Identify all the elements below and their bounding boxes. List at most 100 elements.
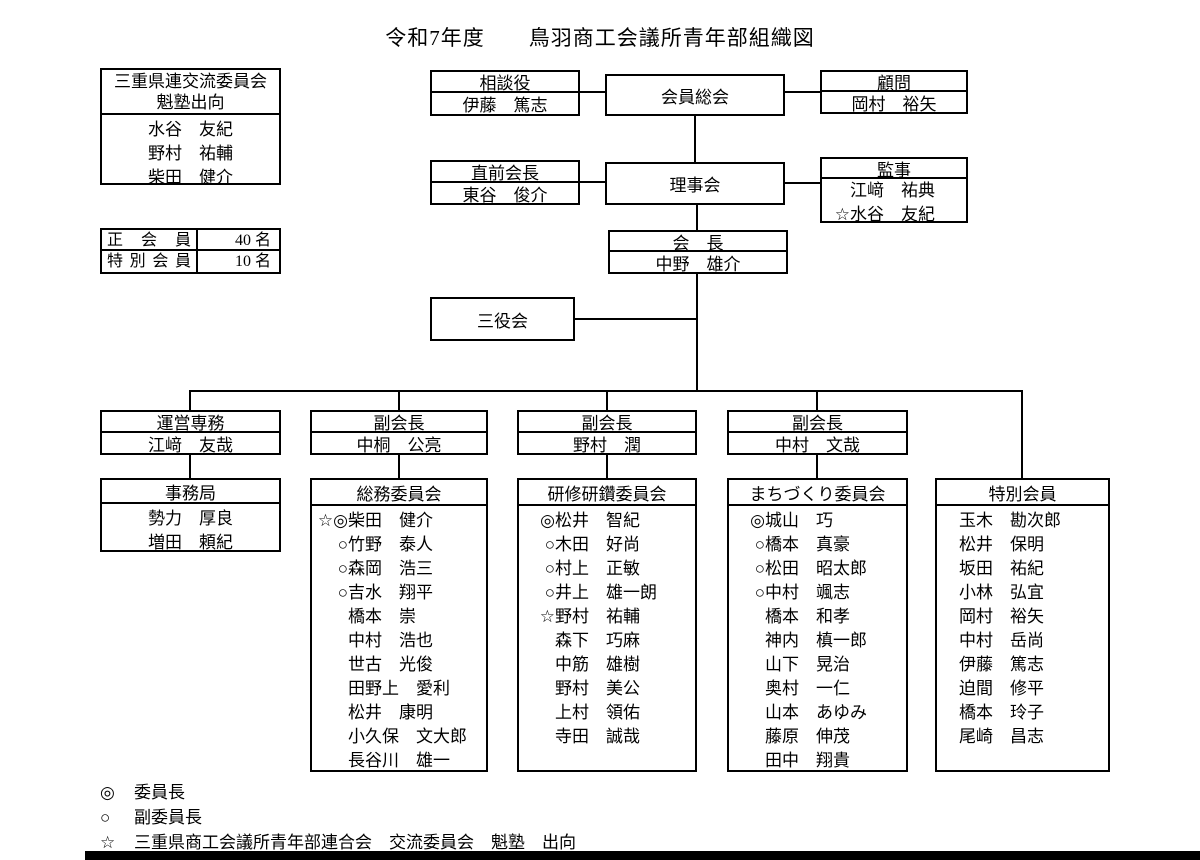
special-members-box: 特別会員 玉木 勘次郎松井 保明坂田 祐紀小林 弘宜岡村 裕矢中村 岳尚伊藤 篤… <box>935 478 1110 772</box>
member-marker <box>312 629 348 653</box>
member-name: 野村 祐輔 <box>148 144 233 163</box>
auditor-box: 監事 江﨑 祐典☆水谷 友紀 <box>820 157 968 224</box>
member-row: 野村 美公 <box>519 677 695 701</box>
board-of-directors-title: 理事会 <box>669 176 721 195</box>
mie-exchange-header-line1: 三重県連交流委員会 <box>114 72 267 91</box>
member-name: 松井 保明 <box>959 535 1044 554</box>
special-member-row: 特別会員 10 名 <box>102 251 279 272</box>
member-marker <box>937 653 959 677</box>
member-marker <box>937 629 959 653</box>
connector-line <box>696 274 698 392</box>
member-name: 坂田 祐紀 <box>959 559 1044 578</box>
connector-line <box>606 455 608 478</box>
member-row: 寺田 誠哉 <box>519 725 695 749</box>
member-row: ○松田 昭太郎 <box>729 557 906 581</box>
member-name: 木田 好尚 <box>555 535 640 554</box>
connector-line <box>189 392 191 410</box>
member-marker <box>937 701 959 725</box>
member-marker: ○ <box>337 583 348 602</box>
vice-president-2-box: 副会長 野村 潤 <box>517 410 697 455</box>
member-row: 中村 浩也 <box>312 629 486 653</box>
member-marker: ○ <box>544 583 555 602</box>
vice-president-3-box: 副会長 中村 文哉 <box>727 410 908 455</box>
secretariat-title: 事務局 <box>102 480 279 504</box>
member-row: 松井 康明 <box>312 701 486 725</box>
member-marker <box>937 509 959 533</box>
managing-director-box: 運営専務 江﨑 友哉 <box>100 410 281 455</box>
member-name: 世古 光俊 <box>348 655 433 674</box>
member-marker: ○ <box>337 535 348 554</box>
connector-line <box>580 181 605 183</box>
member-marker <box>937 533 959 557</box>
member-name: 柴田 健介 <box>348 511 433 530</box>
member-row: 長谷川 雄一 <box>312 749 486 773</box>
member-row: 小久保 文大郎 <box>312 725 486 749</box>
mie-exchange-header-line2: 魁塾出向 <box>156 93 225 112</box>
member-name: 森岡 浩三 <box>348 559 433 578</box>
member-marker: ◎ <box>100 783 115 802</box>
connector-line <box>696 205 698 230</box>
member-marker <box>312 653 348 677</box>
member-row: ○木田 好尚 <box>519 533 695 557</box>
member-row: 神内 槙一郎 <box>729 629 906 653</box>
vice-president-2-title: 副会長 <box>519 412 695 433</box>
connector-line <box>1021 392 1023 478</box>
member-name: 岡村 裕矢 <box>959 607 1044 626</box>
mie-exchange-header: 三重県連交流委員会 魁塾出向 <box>102 70 279 115</box>
general-affairs-committee-title: 総務委員会 <box>312 480 486 506</box>
member-marker <box>729 749 765 773</box>
connector-line <box>785 91 820 93</box>
member-row: 水谷 友紀 <box>102 118 279 142</box>
secretariat-box: 事務局 勢力 厚良増田 頼紀 <box>100 478 281 552</box>
member-marker: ○ <box>544 535 555 554</box>
page-title: 令和7年度 鳥羽商工会議所青年部組織図 <box>385 26 815 50</box>
managing-director-title: 運営専務 <box>102 412 279 433</box>
vice-president-3-name: 中村 文哉 <box>775 435 860 455</box>
member-name: 井上 雄一朗 <box>555 583 657 602</box>
vice-president-3-title: 副会長 <box>729 412 906 433</box>
member-marker: ○ <box>754 559 765 578</box>
member-marker: ◎ <box>540 511 555 530</box>
member-row: ○竹野 泰人 <box>312 533 486 557</box>
member-name: 森下 巧麻 <box>555 631 640 650</box>
member-marker <box>312 677 348 701</box>
member-row: 玉木 勘次郎 <box>937 509 1108 533</box>
member-marker: ○ <box>544 559 555 578</box>
president-title: 会 長 <box>610 232 786 253</box>
member-row: ☆野村 祐輔 <box>519 605 695 629</box>
member-row: 増田 頼紀 <box>102 531 279 555</box>
member-marker: ☆◎ <box>317 511 348 530</box>
member-row: ○中村 颯志 <box>729 581 906 605</box>
connector-line <box>189 390 1023 392</box>
member-name: 奥村 一仁 <box>765 679 850 698</box>
member-marker <box>312 701 348 725</box>
member-name: 山本 あゆみ <box>765 703 867 722</box>
three-officers-box: 三役会 <box>430 297 575 341</box>
member-name: 水谷 友紀 <box>148 120 233 139</box>
member-marker: ☆ <box>100 833 116 852</box>
member-marker: ○ <box>337 559 348 578</box>
member-name: 藤原 伸茂 <box>765 727 850 746</box>
general-assembly-box: 会員総会 <box>605 74 785 116</box>
member-row: 中筋 雄樹 <box>519 653 695 677</box>
president-box: 会 長 中野 雄介 <box>608 230 788 274</box>
member-marker <box>822 179 850 203</box>
connector-line <box>606 392 608 410</box>
member-row: 田野上 愛利 <box>312 677 486 701</box>
member-row: 森下 巧麻 <box>519 629 695 653</box>
town-planning-committee-box: まちづくり委員会 ◎城山 巧○橋本 真豪○松田 昭太郎○中村 颯志橋本 和孝神内… <box>727 478 908 772</box>
member-name: 橋本 和孝 <box>765 607 850 626</box>
member-marker <box>729 653 765 677</box>
member-row: 岡村 裕矢 <box>937 605 1108 629</box>
member-name: 橋本 玲子 <box>959 703 1044 722</box>
member-row: 橋本 崇 <box>312 605 486 629</box>
bottom-bar <box>85 851 1200 860</box>
vice-president-1-box: 副会長 中桐 公亮 <box>310 410 488 455</box>
member-name: 迫間 修平 <box>959 679 1044 698</box>
member-name: 小久保 文大郎 <box>348 727 467 746</box>
member-marker <box>937 677 959 701</box>
member-row: 橋本 玲子 <box>937 701 1108 725</box>
special-member-label: 特別会員 <box>102 251 198 272</box>
member-name: 野村 美公 <box>555 679 640 698</box>
